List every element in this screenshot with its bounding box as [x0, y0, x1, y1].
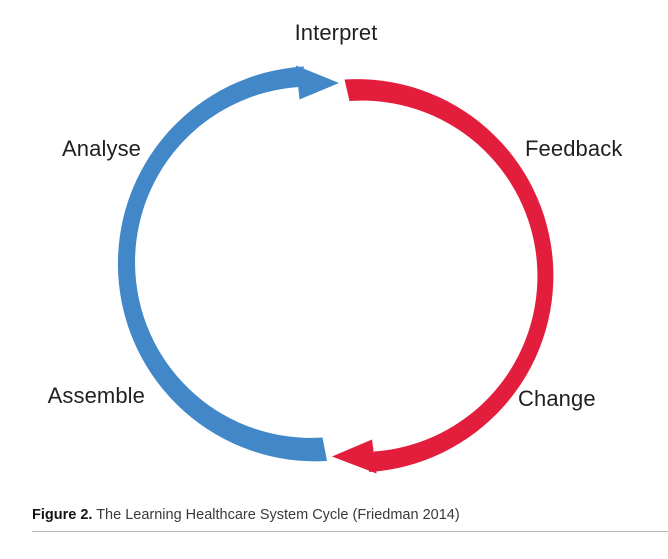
- blue-arc-shaft: [117, 66, 327, 462]
- stage-label-assemble: Assemble: [47, 383, 145, 408]
- red-arc-shaft: [344, 79, 554, 473]
- caption-text: Figure 2. The Learning Healthcare System…: [32, 505, 668, 525]
- cycle-diagram: Interpret Feedback Change Analyse Assemb…: [47, 20, 623, 474]
- caption-figure-label: Figure 2.: [32, 507, 93, 523]
- stage-label-change: Change: [518, 386, 596, 411]
- stage-label-feedback: Feedback: [525, 136, 623, 161]
- stage-label-analyse: Analyse: [62, 136, 141, 161]
- red-arc-group: [332, 79, 554, 474]
- red-arrow-head: [332, 439, 377, 474]
- cycle-diagram-svg: [117, 65, 554, 474]
- stage-label-interpret: Interpret: [294, 20, 378, 45]
- blue-arc-group: [117, 65, 339, 462]
- blue-arrow-head: [296, 65, 339, 100]
- caption-body-text: The Learning Healthcare System Cycle (Fr…: [92, 507, 460, 523]
- figure-caption: Figure 2. The Learning Healthcare System…: [32, 505, 668, 532]
- caption-divider: [32, 531, 668, 532]
